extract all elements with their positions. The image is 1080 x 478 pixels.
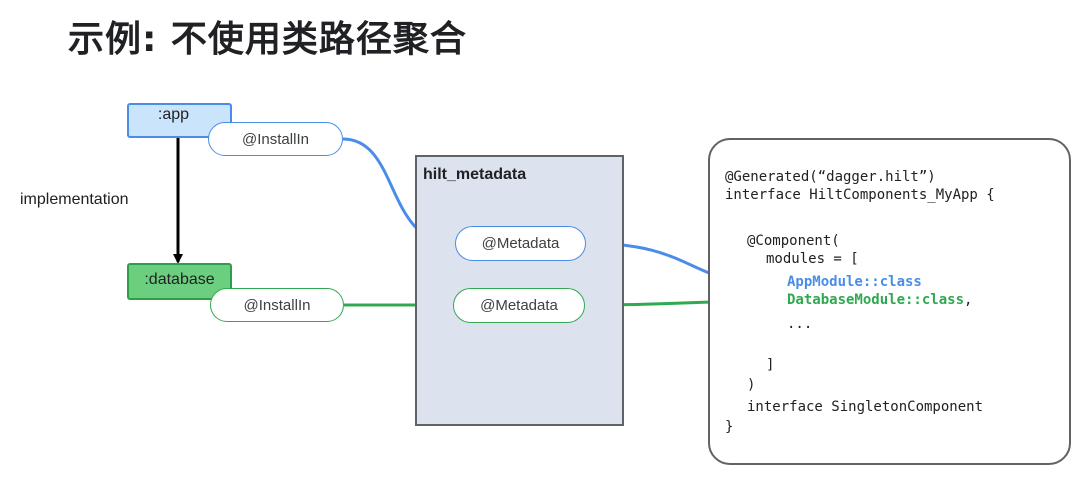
hilt-metadata-label: hilt_metadata — [423, 166, 527, 183]
page-title: 示例: 不使用类路径聚合 — [68, 19, 467, 60]
code-line: ) — [747, 377, 756, 393]
code-line: modules = [ — [766, 251, 859, 267]
app-installin-pill: @InstallIn — [208, 122, 343, 156]
app-module-label: :app — [157, 105, 190, 123]
code-line-database-module: DatabaseModule::class, — [787, 291, 972, 309]
database-module-class: DatabaseModule::class — [787, 292, 965, 308]
db-metadata-pill: @Metadata — [453, 288, 585, 323]
code-line: } — [725, 419, 734, 435]
db-installin-pill: @InstallIn — [210, 288, 344, 322]
database-module-label: :database — [144, 270, 215, 288]
code-line: ] — [766, 357, 775, 373]
code-line-app-module: AppModule::class — [787, 274, 922, 290]
code-comma: , — [964, 292, 973, 308]
code-line: @Component( — [747, 233, 840, 249]
generated-code-panel — [708, 138, 1071, 465]
implementation-label: implementation — [20, 191, 129, 208]
code-line: ... — [787, 316, 813, 332]
code-line: interface HiltComponents_MyApp { — [725, 187, 995, 203]
app-module-box: :app — [127, 103, 232, 138]
code-line: interface SingletonComponent — [747, 399, 984, 415]
code-line: @Generated(“dagger.hilt”) — [725, 169, 936, 185]
app-metadata-pill: @Metadata — [455, 226, 586, 261]
